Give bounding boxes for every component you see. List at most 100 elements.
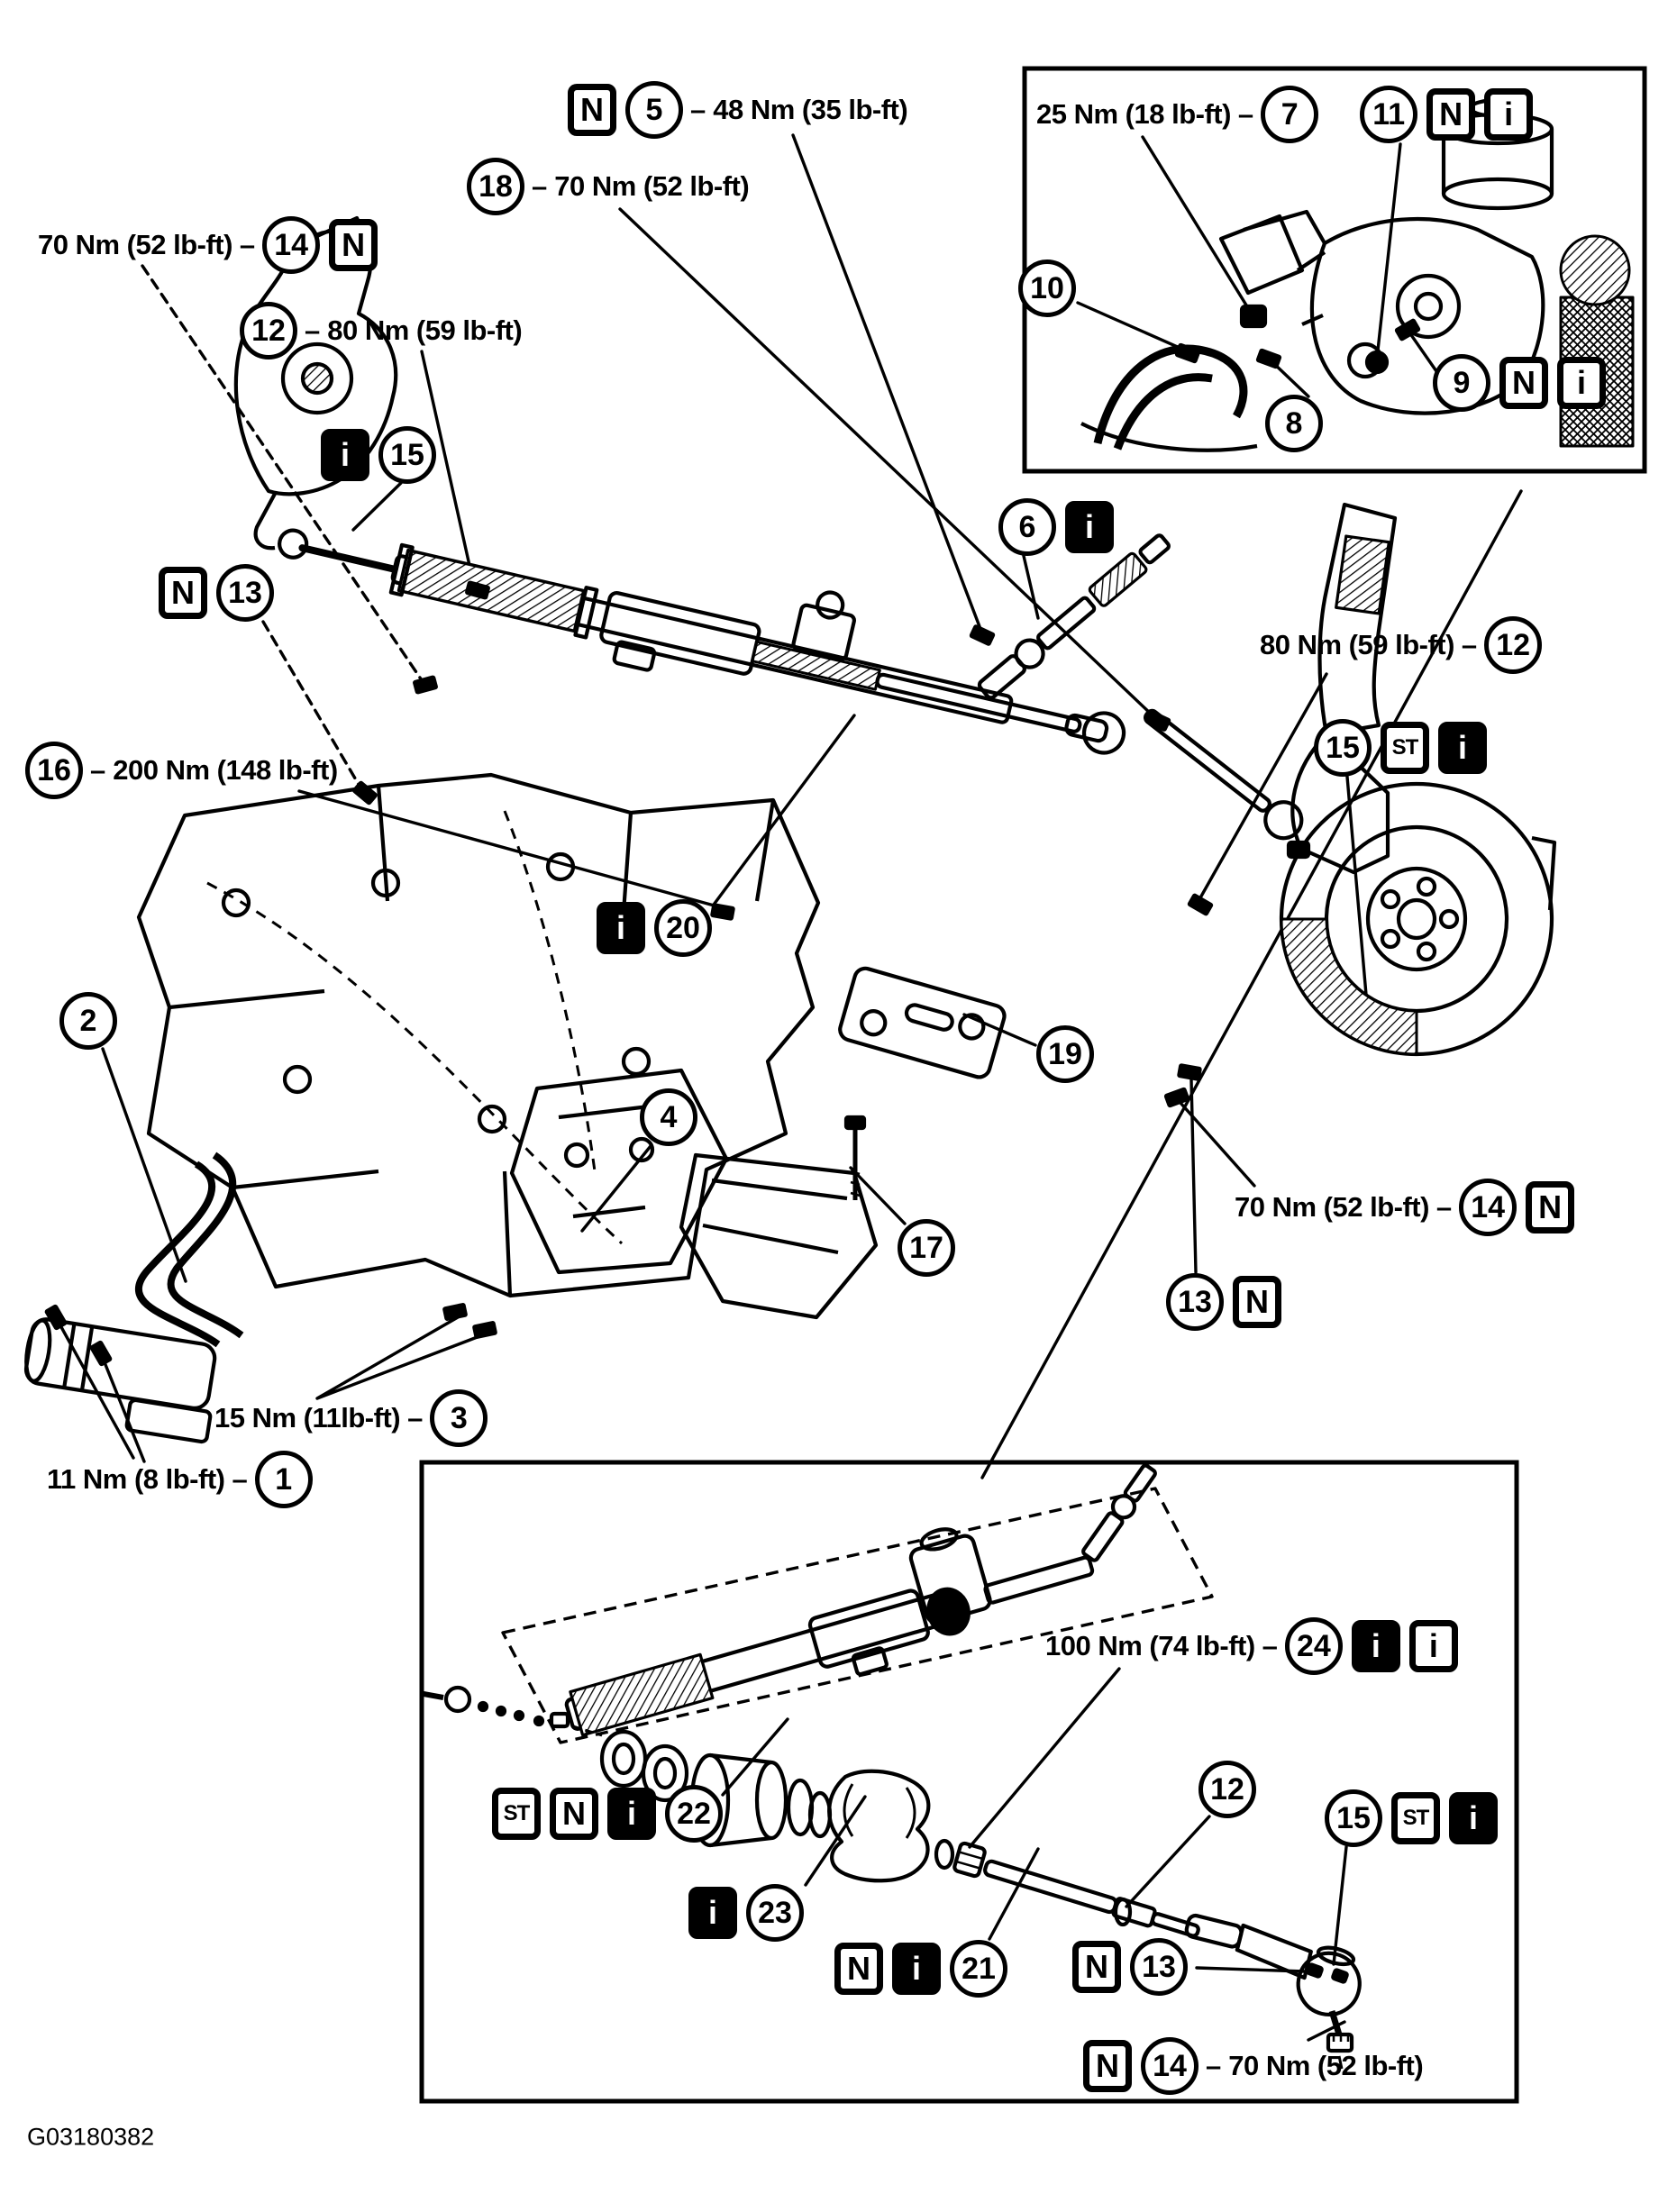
callout-number: 4	[640, 1088, 697, 1146]
callout-10-inset: 10	[1018, 259, 1076, 317]
callout-number: 6	[998, 498, 1056, 556]
dash: –	[232, 1463, 248, 1495]
callout-4: 4	[640, 1088, 697, 1146]
callout-number: 10	[1018, 259, 1076, 317]
callout-12-80nm-right: 80 Nm (59 lb-ft)–12	[1260, 616, 1543, 674]
info-flag-filled: i	[1065, 501, 1114, 553]
intermediate-shaft-drawing	[977, 533, 1171, 700]
n-flag: N	[1083, 2040, 1132, 2092]
callout-17: 17	[898, 1219, 955, 1277]
callout-number: 17	[898, 1219, 955, 1277]
leader-lines	[54, 133, 1523, 2042]
callout-number: 23	[746, 1884, 804, 1942]
callout-number: 20	[654, 899, 712, 957]
torque-label: 70 Nm (52 lb-ft)	[1228, 2050, 1424, 2081]
callout-18-70nm: 18–70 Nm (52 lb-ft)	[467, 158, 750, 215]
callout-number: 16	[25, 742, 83, 799]
dash: –	[690, 94, 706, 125]
info-flag-outline: i	[1484, 88, 1534, 141]
dash: –	[239, 229, 256, 260]
power-steering-pump-inset	[1080, 97, 1635, 452]
st-flag: ST	[1381, 722, 1429, 774]
dash: –	[532, 170, 548, 202]
callout-number: 15	[1314, 719, 1372, 777]
torque-label: 15 Nm (11lb-ft)	[214, 1402, 401, 1434]
figure-code: G03180382	[27, 2123, 155, 2151]
spacer	[1327, 114, 1351, 115]
callout-12-inset2: 12	[1199, 1761, 1256, 1818]
callout-number: 24	[1284, 1617, 1343, 1675]
callout-number: 13	[1130, 1938, 1188, 1996]
torque-label: 11 Nm (8 lb-ft)	[47, 1463, 225, 1495]
n-flag: N	[329, 219, 378, 271]
callout-number: 14	[262, 216, 321, 274]
callout-number: 13	[216, 564, 274, 622]
torque-label: 70 Nm (52 lb-ft)	[38, 229, 232, 260]
callout-number: 15	[378, 426, 436, 484]
info-flag-filled: i	[688, 1887, 737, 1939]
torque-label: 25 Nm (18 lb-ft)	[1036, 98, 1231, 130]
info-flag-filled: i	[1449, 1792, 1498, 1844]
n-flag: N	[1072, 1941, 1121, 1993]
callout-number: 9	[1433, 354, 1490, 412]
subframe-drawing	[136, 772, 1007, 1320]
st-flag: ST	[1391, 1792, 1440, 1844]
n-flag: N	[1499, 357, 1548, 409]
n-flag: N	[1233, 1276, 1281, 1328]
n-flag: N	[550, 1788, 598, 1840]
callout-number: 11	[1360, 86, 1418, 143]
tie-rod-inset-drawing	[423, 1463, 1362, 2070]
callout-number: 18	[467, 158, 524, 215]
callout-number: 12	[240, 302, 297, 360]
callout-number: 7	[1261, 86, 1319, 143]
n-flag: N	[834, 1943, 883, 1995]
n-flag: N	[159, 567, 207, 619]
info-flag-filled: i	[597, 902, 645, 954]
callout-number: 5	[625, 81, 683, 139]
dash: –	[1237, 98, 1254, 130]
fastener-marks	[44, 318, 1421, 1367]
tie-rod-inset-frame	[419, 1460, 1519, 2104]
dash: –	[1262, 1630, 1278, 1661]
callout-number: 12	[1199, 1761, 1256, 1818]
n-flag: N	[568, 84, 616, 136]
dash: –	[305, 314, 321, 346]
info-flag-filled: i	[607, 1788, 656, 1840]
callout-number: 15	[1325, 1789, 1382, 1847]
torque-label: 100 Nm (74 lb-ft)	[1045, 1630, 1255, 1661]
right-knuckle-rotor-drawing	[1279, 502, 1557, 1057]
info-flag-outline: i	[1557, 357, 1606, 409]
cooler-drawing	[23, 1152, 244, 1444]
info-flag-filled: i	[321, 429, 369, 481]
dash: –	[90, 754, 106, 786]
callout-number: 14	[1141, 2037, 1199, 2095]
callout-number: 8	[1265, 395, 1323, 452]
callout-number: 19	[1036, 1025, 1094, 1083]
dash: –	[1461, 629, 1478, 660]
dash: –	[407, 1402, 424, 1434]
callout-number: 21	[950, 1940, 1007, 1998]
callout-number: 22	[665, 1785, 723, 1843]
st-flag: ST	[492, 1788, 541, 1840]
callout-8-inset: 8	[1265, 395, 1323, 452]
callout-number: 14	[1459, 1179, 1518, 1236]
info-flag-filled: i	[892, 1943, 941, 1995]
callout-1-11nm: 11 Nm (8 lb-ft)–1	[47, 1451, 313, 1508]
n-flag: N	[1426, 88, 1476, 141]
